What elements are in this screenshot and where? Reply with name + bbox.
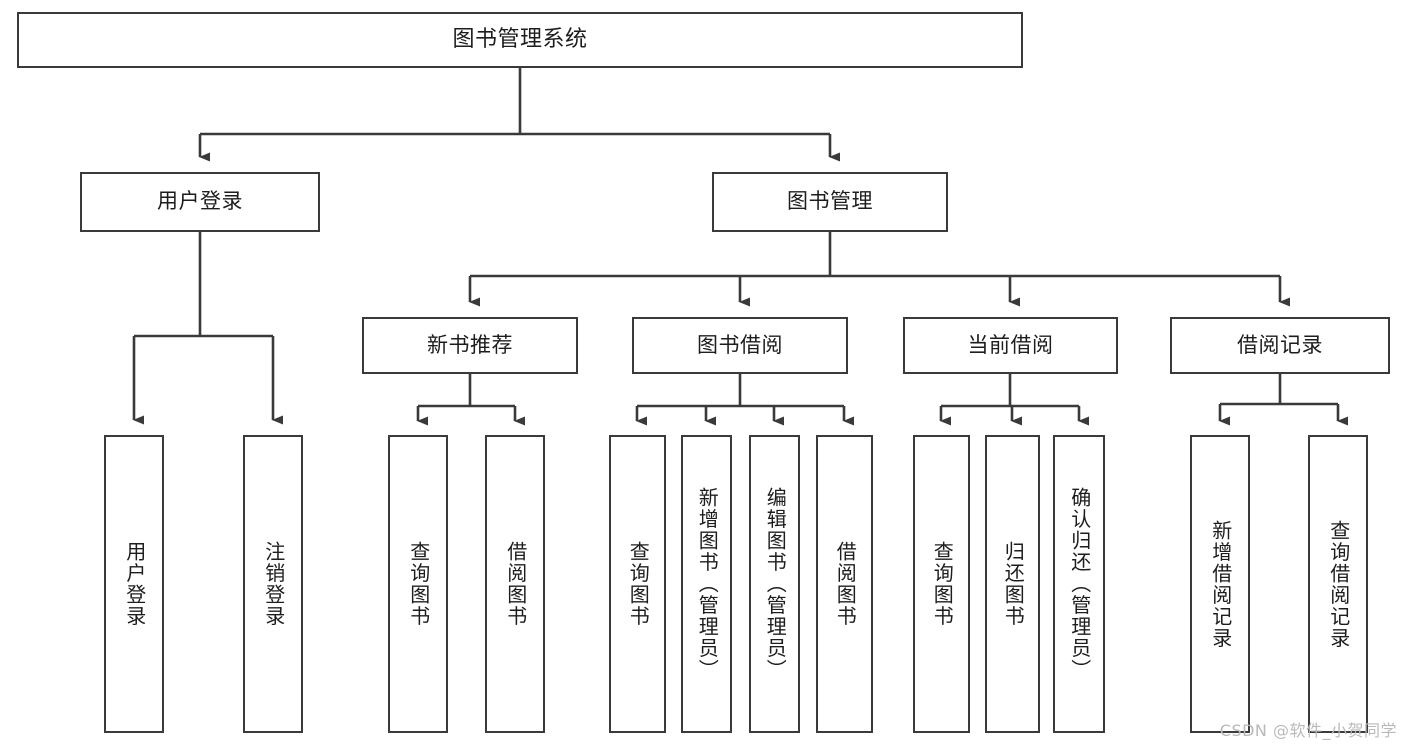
node-user-login[interactable]: 用户登录 xyxy=(80,172,320,232)
node-label: 用户登录 xyxy=(157,189,243,214)
node-label: 当前借阅 xyxy=(967,332,1054,357)
node-label: 归还图书 xyxy=(1001,541,1026,627)
node-label: 图书借阅 xyxy=(697,332,783,357)
node-leaf-query-book-borrow[interactable]: 查询图书 xyxy=(609,435,666,733)
node-label: 查询图书 xyxy=(406,541,431,627)
node-leaf-user-logout[interactable]: 注销登录 xyxy=(243,435,303,733)
node-label: 查询图书 xyxy=(930,541,955,627)
node-leaf-edit-book-admin[interactable]: 编辑图书（管理员） xyxy=(749,435,800,733)
node-book-borrow[interactable]: 图书借阅 xyxy=(632,317,848,374)
node-leaf-add-borrow-record[interactable]: 新增借阅记录 xyxy=(1190,435,1250,733)
node-root-system[interactable]: 图书管理系统 xyxy=(17,12,1023,68)
node-label: 查询图书 xyxy=(626,541,651,627)
node-current-borrow[interactable]: 当前借阅 xyxy=(903,317,1118,374)
node-leaf-confirm-return-admin[interactable]: 确认归还（管理员） xyxy=(1053,435,1105,733)
node-leaf-add-book-admin[interactable]: 新增图书（管理员） xyxy=(681,435,732,733)
node-leaf-query-borrow-record[interactable]: 查询借阅记录 xyxy=(1308,435,1368,733)
node-label: 借阅记录 xyxy=(1237,332,1323,357)
node-leaf-user-login[interactable]: 用户登录 xyxy=(104,435,164,733)
node-label: 借阅图书 xyxy=(503,541,528,627)
node-label: 图书管理系统 xyxy=(452,26,588,52)
node-label: 借阅图书 xyxy=(833,541,858,627)
node-leaf-borrow-book-borrow[interactable]: 借阅图书 xyxy=(816,435,873,733)
node-label: 用户登录 xyxy=(122,541,147,627)
csdn-watermark: CSDN @软件_小贺同学 xyxy=(1219,721,1397,740)
node-label: 编辑图书（管理员） xyxy=(763,487,788,681)
node-label: 确认归还（管理员） xyxy=(1067,487,1092,681)
node-leaf-return-book[interactable]: 归还图书 xyxy=(985,435,1040,733)
node-label: 新增图书（管理员） xyxy=(695,487,720,681)
node-leaf-borrow-book-recommend[interactable]: 借阅图书 xyxy=(485,435,545,733)
node-label: 注销登录 xyxy=(261,541,286,627)
node-label: 新增借阅记录 xyxy=(1208,519,1233,649)
node-label: 图书管理 xyxy=(787,189,873,214)
node-borrow-record[interactable]: 借阅记录 xyxy=(1170,317,1390,374)
node-book-manage[interactable]: 图书管理 xyxy=(712,172,948,232)
node-label: 查询借阅记录 xyxy=(1326,519,1351,649)
node-leaf-query-book-recommend[interactable]: 查询图书 xyxy=(388,435,448,733)
node-leaf-query-book-current[interactable]: 查询图书 xyxy=(913,435,970,733)
node-label: 新书推荐 xyxy=(427,332,513,357)
node-new-book-recommend[interactable]: 新书推荐 xyxy=(362,317,578,374)
